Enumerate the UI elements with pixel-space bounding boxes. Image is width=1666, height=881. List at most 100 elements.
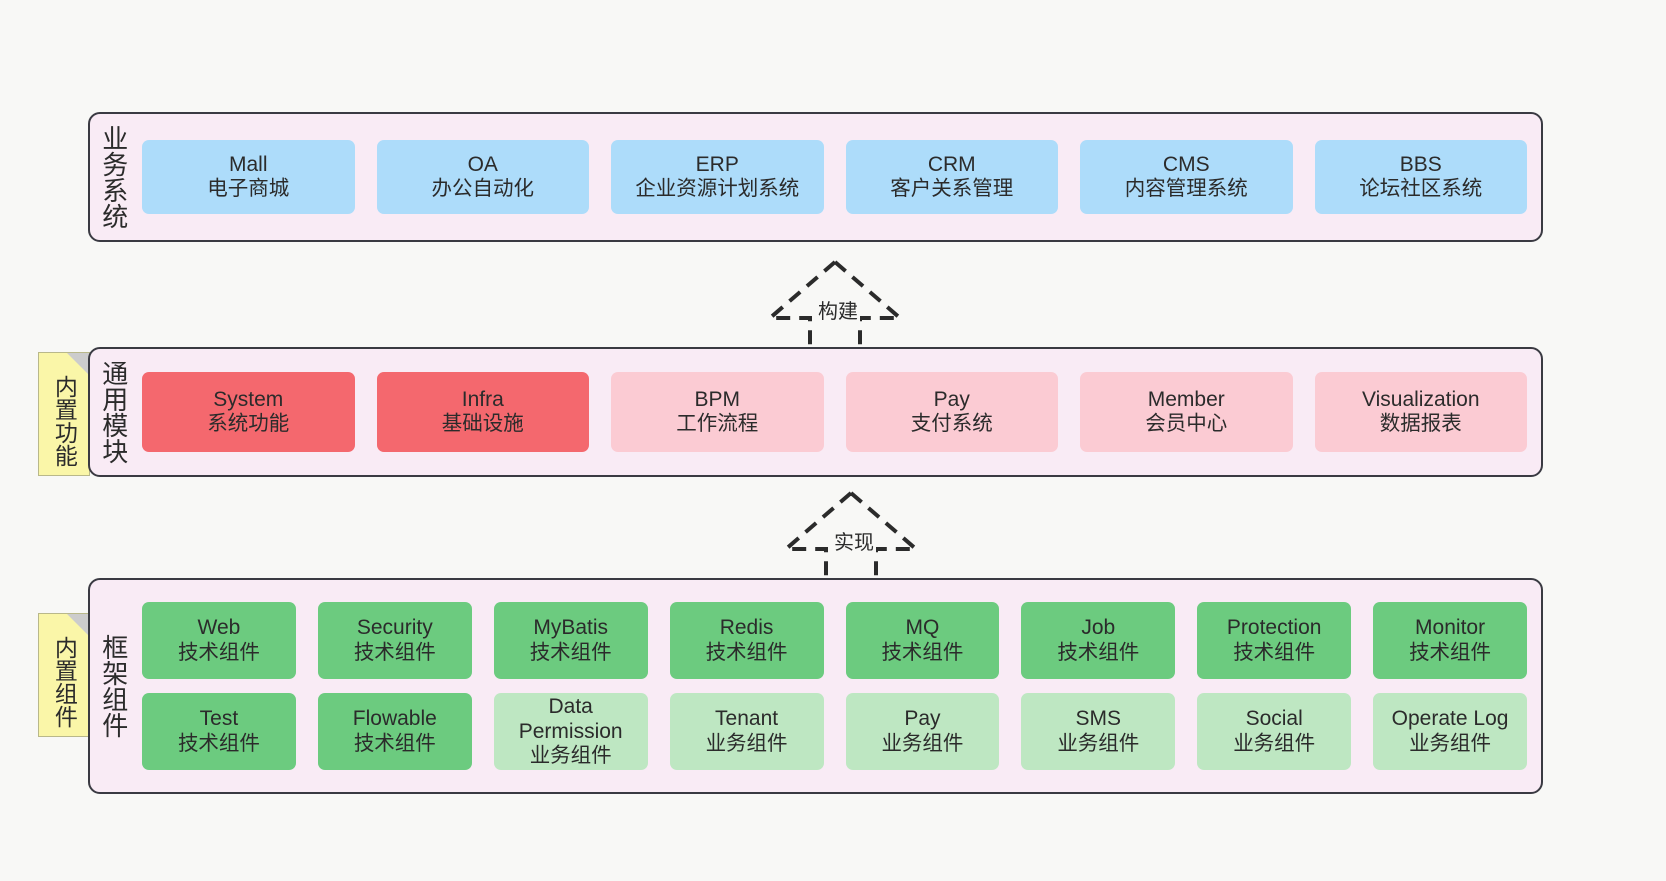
node-protection[interactable]: Protection 技术组件: [1197, 602, 1352, 679]
connector-implement: 实现: [766, 487, 936, 579]
node-subtitle: 业务组件: [1233, 731, 1316, 755]
layer-body-business: Mall 电子商城 OA 办公自动化 ERP 企业资源计划系统 CRM 客户关系…: [136, 114, 1541, 240]
node-subtitle: 技术组件: [1409, 640, 1492, 664]
layer-title-common: 通用模块: [98, 360, 129, 464]
node-bbs[interactable]: BBS 论坛社区系统: [1314, 140, 1527, 214]
node-sms[interactable]: SMS 业务组件: [1021, 693, 1176, 770]
node-subtitle: 论坛社区系统: [1359, 177, 1483, 201]
node-tenant[interactable]: Tenant 业务组件: [669, 693, 824, 770]
connector-label-implement: 实现: [832, 526, 876, 555]
node-social[interactable]: Social 业务组件: [1197, 693, 1352, 770]
node-title: Job: [1081, 616, 1116, 640]
node-title: Redis: [719, 616, 774, 640]
node-subtitle: 办公自动化: [431, 177, 535, 201]
node-subtitle: 技术组件: [177, 731, 260, 755]
node-title: BBS: [1399, 152, 1442, 176]
node-title: OA: [467, 152, 498, 176]
layer-body-framework: Web 技术组件 Security 技术组件 MyBatis 技术组件 Redi…: [136, 580, 1541, 792]
node-subtitle: 会员中心: [1145, 412, 1228, 436]
node-title: Infra: [461, 387, 504, 411]
node-title: ERP: [695, 152, 739, 176]
node-flowable[interactable]: Flowable 技术组件: [317, 693, 472, 770]
node-subtitle: 基础设施: [441, 412, 524, 436]
node-security[interactable]: Security 技术组件: [317, 602, 472, 679]
node-title: Web: [197, 616, 241, 640]
node-subtitle: 技术组件: [353, 640, 436, 664]
node-title: Test: [199, 707, 239, 731]
node-subtitle: 技术组件: [1233, 640, 1316, 664]
layer-title-framework: 框架组件: [98, 634, 129, 738]
node-subtitle: 客户关系管理: [890, 177, 1014, 201]
node-subtitle: 支付系统: [910, 412, 993, 436]
node-title: Data Permission: [518, 694, 623, 743]
layer-business-systems: 业务系统 Mall 电子商城 OA 办公自动化 ERP 企业资源计划系统 CRM…: [88, 112, 1543, 242]
node-mall[interactable]: Mall 电子商城: [142, 140, 355, 214]
node-title: SMS: [1075, 707, 1122, 731]
sticky-note-builtin-function: 内置功能: [38, 352, 90, 476]
node-title: Pay: [933, 387, 970, 411]
node-job[interactable]: Job 技术组件: [1021, 602, 1176, 679]
node-title: Mall: [228, 152, 268, 176]
layer-row: Mall 电子商城 OA 办公自动化 ERP 企业资源计划系统 CRM 客户关系…: [142, 140, 1527, 214]
layer-row: System 系统功能 Infra 基础设施 BPM 工作流程 Pay 支付系统…: [142, 372, 1527, 452]
node-mybatis[interactable]: MyBatis 技术组件: [493, 602, 648, 679]
node-title: MyBatis: [533, 616, 609, 640]
node-pay-module[interactable]: Pay 支付系统: [845, 372, 1058, 452]
layer-common-modules: 通用模块 System 系统功能 Infra 基础设施 BPM 工作流程 Pay…: [88, 347, 1543, 477]
node-subtitle: 技术组件: [705, 640, 788, 664]
node-data-permission[interactable]: Data Permission 业务组件: [493, 693, 648, 770]
node-subtitle: 数据报表: [1379, 412, 1462, 436]
node-subtitle: 企业资源计划系统: [635, 177, 800, 201]
node-title: System: [213, 387, 284, 411]
layer-row: Web 技术组件 Security 技术组件 MyBatis 技术组件 Redi…: [142, 602, 1527, 679]
node-mq[interactable]: MQ 技术组件: [845, 602, 1000, 679]
node-title: CMS: [1162, 152, 1210, 176]
node-pay-component[interactable]: Pay 业务组件: [845, 693, 1000, 770]
node-redis[interactable]: Redis 技术组件: [669, 602, 824, 679]
node-bpm[interactable]: BPM 工作流程: [611, 372, 824, 452]
node-erp[interactable]: ERP 企业资源计划系统: [611, 140, 824, 214]
node-crm[interactable]: CRM 客户关系管理: [845, 140, 1058, 214]
node-subtitle: 技术组件: [1057, 640, 1140, 664]
node-monitor[interactable]: Monitor 技术组件: [1373, 602, 1527, 679]
node-infra[interactable]: Infra 基础设施: [376, 372, 589, 452]
node-subtitle: 内容管理系统: [1124, 177, 1248, 201]
layer-title-business: 业务系统: [98, 125, 129, 229]
node-title: BPM: [694, 387, 740, 411]
node-title: CRM: [927, 152, 976, 176]
node-title: Operate Log: [1391, 707, 1509, 731]
node-operate-log[interactable]: Operate Log 业务组件: [1373, 693, 1527, 770]
node-subtitle: 业务组件: [881, 731, 964, 755]
node-subtitle: 工作流程: [676, 412, 759, 436]
layer-row: Test 技术组件 Flowable 技术组件 Data Permission …: [142, 693, 1527, 770]
node-title: Pay: [904, 707, 941, 731]
node-test[interactable]: Test 技术组件: [142, 693, 296, 770]
node-system[interactable]: System 系统功能: [142, 372, 355, 452]
node-title: Security: [356, 616, 433, 640]
node-member[interactable]: Member 会员中心: [1080, 372, 1293, 452]
node-subtitle: 技术组件: [529, 640, 612, 664]
node-cms[interactable]: CMS 内容管理系统: [1080, 140, 1293, 214]
node-subtitle: 业务组件: [1057, 731, 1140, 755]
node-title: Visualization: [1361, 387, 1480, 411]
node-subtitle: 技术组件: [881, 640, 964, 664]
node-title: Tenant: [715, 707, 779, 731]
sticky-note-label: 内置功能: [51, 375, 78, 467]
layer-body-common: System 系统功能 Infra 基础设施 BPM 工作流程 Pay 支付系统…: [136, 349, 1541, 475]
connector-label-build: 构建: [816, 295, 860, 324]
node-title: Monitor: [1415, 616, 1486, 640]
node-title: Protection: [1226, 616, 1322, 640]
connector-build: 构建: [750, 256, 920, 348]
node-subtitle: 系统功能: [207, 412, 290, 436]
node-visualization[interactable]: Visualization 数据报表: [1314, 372, 1527, 452]
note-fold-icon: [67, 614, 89, 636]
dashed-arrow-up-icon: [780, 491, 922, 579]
node-oa[interactable]: OA 办公自动化: [376, 140, 589, 214]
node-subtitle: 技术组件: [177, 640, 260, 664]
note-fold-icon: [67, 353, 89, 375]
node-subtitle: 电子商城: [207, 177, 290, 201]
node-subtitle: 技术组件: [353, 731, 436, 755]
node-web[interactable]: Web 技术组件: [142, 602, 296, 679]
node-subtitle: 业务组件: [529, 744, 612, 768]
